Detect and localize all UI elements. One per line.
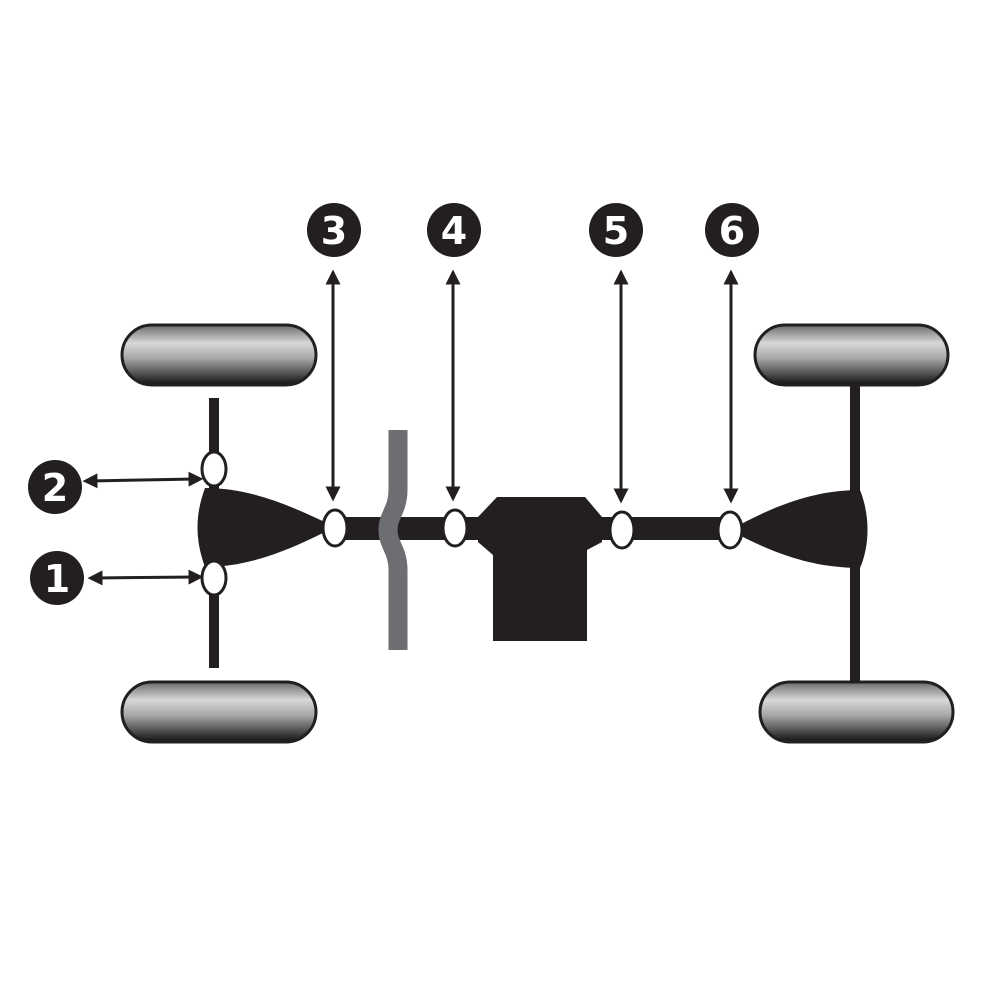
badge-3-label: 3: [321, 209, 347, 253]
badge-6-label: 6: [719, 209, 745, 253]
joint-4: [441, 508, 469, 548]
badge-3: 3: [307, 203, 361, 257]
arrow-1: [87, 569, 204, 586]
front-differential: [197, 488, 335, 567]
rear-differential: [730, 490, 868, 568]
joint-1: [200, 559, 228, 597]
u-joints: [200, 450, 744, 597]
badge-5: 5: [589, 203, 643, 257]
tires: [120, 323, 955, 744]
badge-6: 6: [705, 203, 759, 257]
badge-4: 4: [427, 203, 481, 257]
tire-rear-bottom: [758, 680, 955, 744]
joint-2: [200, 450, 228, 488]
arrows: [82, 269, 739, 586]
badge-4-label: 4: [441, 209, 467, 253]
tire-rear-top: [753, 323, 950, 387]
badge-1: 1: [30, 551, 84, 605]
badge-5-label: 5: [603, 209, 629, 253]
transfer-case: [478, 497, 602, 641]
joint-3: [321, 508, 349, 548]
arrow-2: [82, 471, 204, 489]
tire-front-left-top: [120, 323, 318, 387]
joint-5: [608, 510, 636, 550]
tire-front-left-bottom: [120, 680, 318, 744]
badge-1-label: 1: [44, 557, 70, 601]
badge-2: 2: [28, 460, 82, 514]
joint-6: [716, 510, 744, 550]
badge-2-label: 2: [42, 466, 68, 510]
break-symbol: [378, 430, 408, 650]
